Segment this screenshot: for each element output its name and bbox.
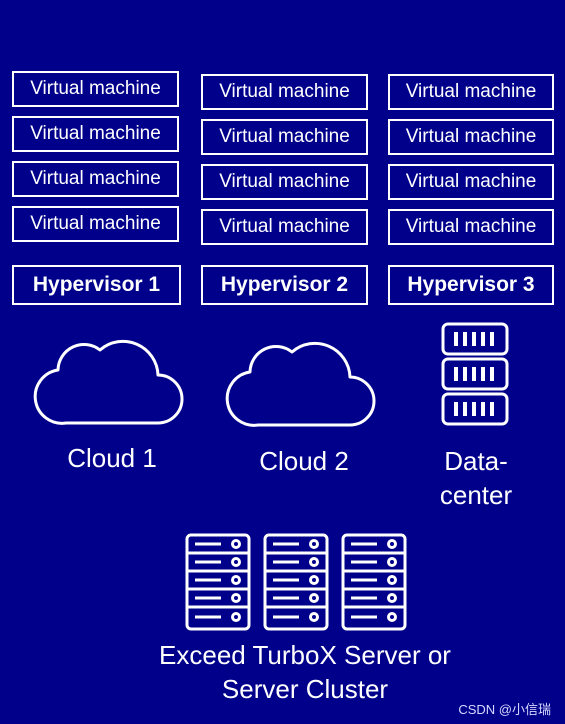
- vm-box: Virtual machine: [388, 164, 554, 200]
- vm-box: Virtual machine: [201, 74, 368, 110]
- vm-box: Virtual machine: [201, 119, 368, 155]
- watermark: CSDN @小信瑞: [458, 702, 551, 717]
- server-label-line1: Exceed TurboX Server or: [159, 640, 451, 670]
- server-tower-icon: [185, 533, 251, 631]
- vm-box: Virtual machine: [388, 74, 554, 110]
- vm-box: Virtual machine: [201, 209, 368, 245]
- hypervisor-box: Hypervisor 2: [201, 265, 368, 305]
- vm-box: Virtual machine: [12, 116, 179, 152]
- datacenter-label-line2: center: [439, 480, 513, 510]
- cloud-icon: [33, 339, 184, 425]
- hypervisor-box: Hypervisor 3: [388, 265, 554, 305]
- vm-box: Virtual machine: [388, 209, 554, 245]
- server-tower-icon: [341, 533, 407, 631]
- server-rack-icon: [441, 322, 509, 426]
- cloud-1-label: Cloud 1: [67, 443, 157, 473]
- vm-box: Virtual machine: [388, 119, 554, 155]
- datacenter-label-line1: Data-: [444, 446, 508, 476]
- hypervisor-box: Hypervisor 1: [12, 265, 181, 305]
- cloud-icon: [225, 341, 376, 427]
- cloud-2-label: Cloud 2: [259, 446, 349, 476]
- vm-box: Virtual machine: [12, 161, 179, 197]
- server-label-line2: Server Cluster: [221, 674, 389, 704]
- vm-box: Virtual machine: [201, 164, 368, 200]
- vm-box: Virtual machine: [12, 71, 179, 107]
- server-tower-icon: [263, 533, 329, 631]
- vm-box: Virtual machine: [12, 206, 179, 242]
